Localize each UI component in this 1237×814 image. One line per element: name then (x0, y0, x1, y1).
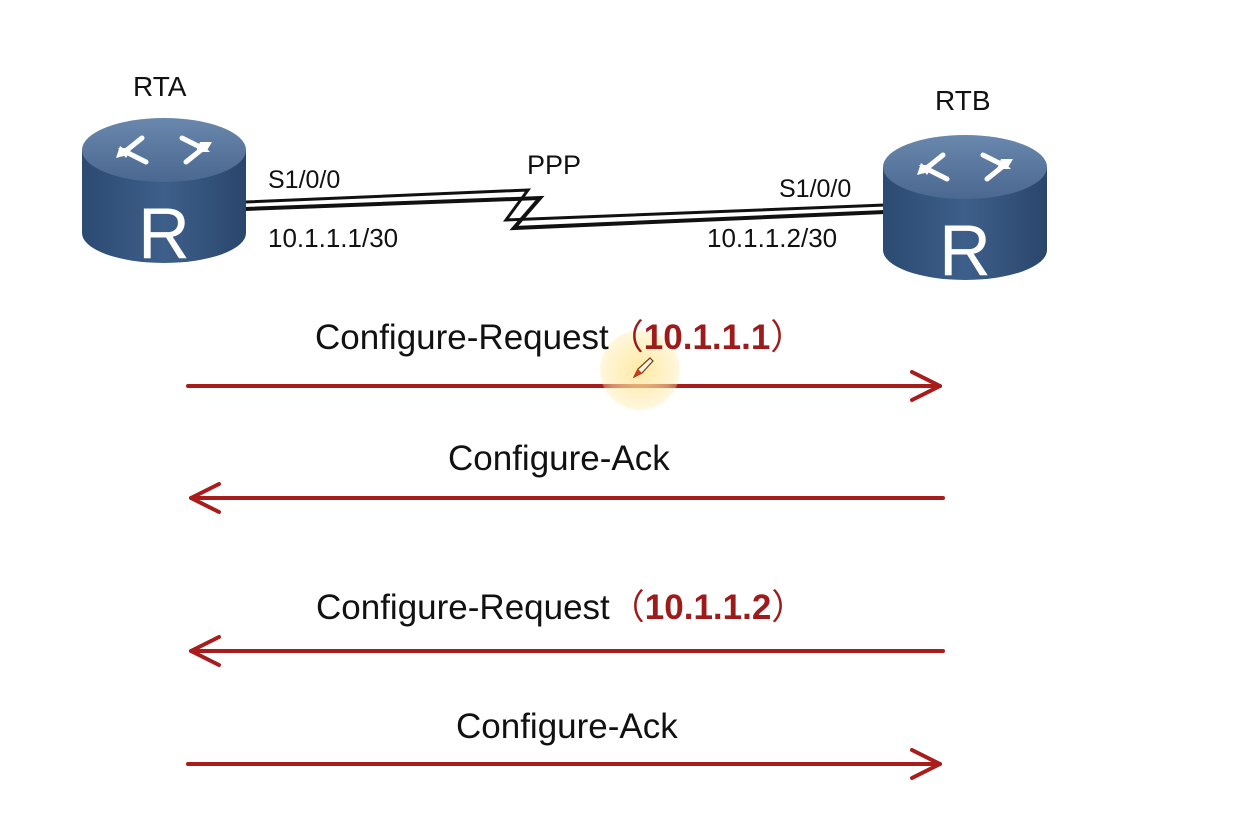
message-label: Configure-Ack (456, 709, 678, 744)
router-icon: R (82, 118, 246, 274)
port-label-rta: S1/0/0 (268, 166, 341, 194)
message-label: Configure-Request（10.1.1.2） (316, 590, 806, 625)
cursor-pen-icon (632, 357, 654, 379)
ip-label-rta: 10.1.1.1/30 (268, 223, 399, 253)
arrow-configure-request-2 (189, 635, 945, 667)
message-paren: ） (770, 318, 806, 357)
message-text: Configure-Ack (448, 439, 670, 478)
arrow-configure-request-1 (186, 370, 942, 402)
message-label: Configure-Ack (448, 441, 670, 476)
message-label: Configure-Request（10.1.1.1） (315, 320, 805, 355)
router-name-rta: RTA (133, 71, 187, 102)
router-letter: R (138, 194, 190, 274)
message-paren: （ (608, 318, 644, 357)
arrow-configure-ack-1 (189, 482, 945, 514)
message-ip: 10.1.1.1 (643, 318, 771, 357)
ppp-serial-link (244, 188, 886, 231)
message-text: Configure-Request (316, 588, 610, 627)
router-icon: R (883, 135, 1047, 291)
link-type-label: PPP (527, 150, 582, 180)
message-text: Configure-Ack (456, 707, 678, 746)
message-ip: 10.1.1.2 (644, 588, 772, 627)
router-letter: R (939, 211, 991, 291)
router-name-rtb: RTB (935, 85, 991, 116)
ip-label-rtb: 10.1.1.2/30 (707, 223, 838, 253)
message-paren: ） (771, 588, 807, 627)
arrow-configure-ack-2 (186, 748, 942, 780)
message-paren: （ (609, 588, 645, 627)
port-label-rtb: S1/0/0 (779, 175, 852, 203)
message-text: Configure-Request (315, 318, 609, 357)
